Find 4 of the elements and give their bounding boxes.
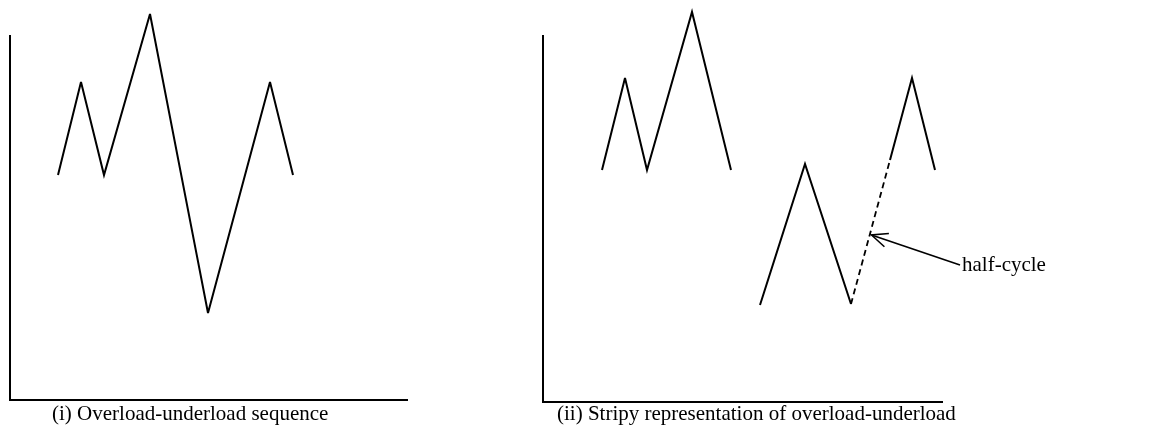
panel-caption: (ii) Stripy representation of overload-underload <box>557 403 956 424</box>
panel-caption: (i) Overload-underload sequence <box>52 403 329 424</box>
leader-arrow <box>870 232 961 266</box>
callout-text: half-cycle <box>962 254 1046 275</box>
